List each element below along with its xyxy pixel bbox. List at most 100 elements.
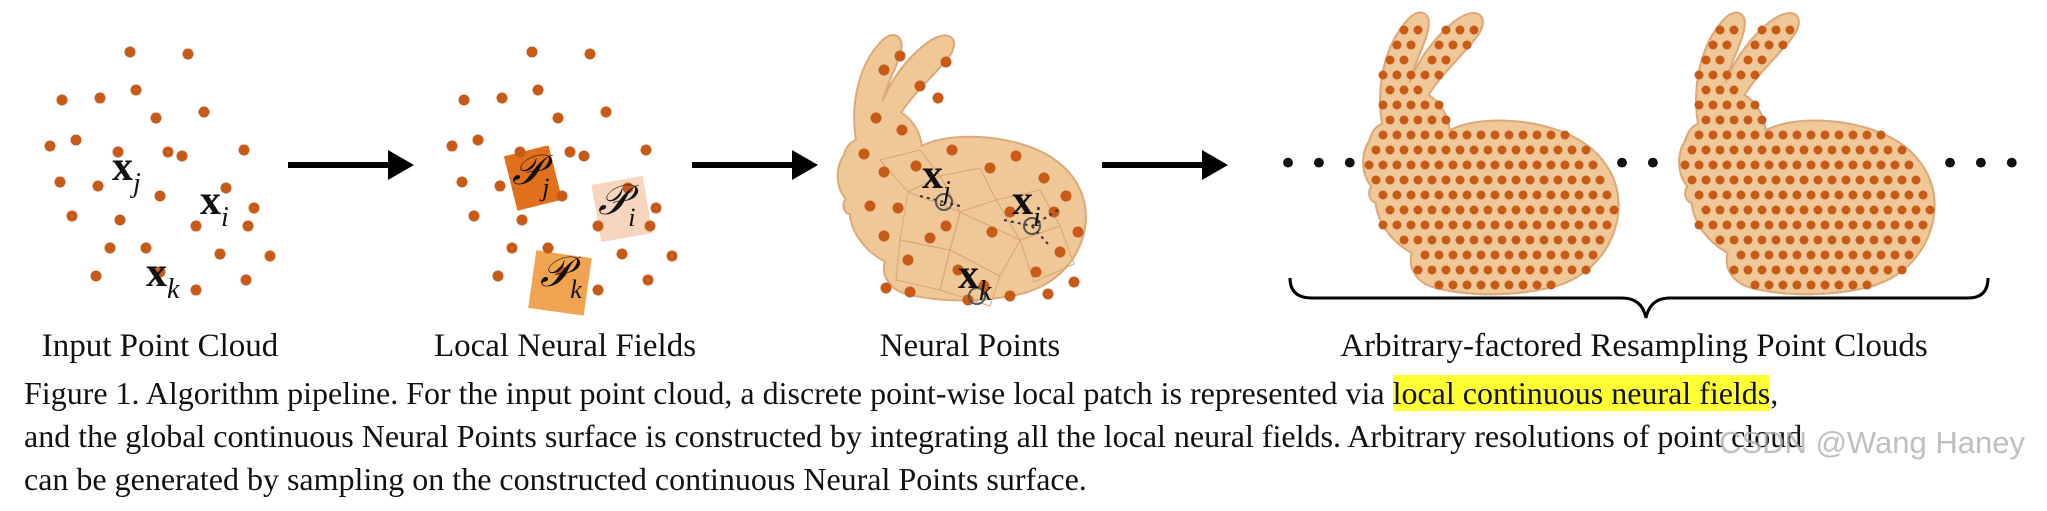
point xyxy=(1694,160,1704,170)
point xyxy=(130,84,142,96)
point xyxy=(1694,190,1704,200)
figure-caption: Figure 1. Algorithm pipeline. For the in… xyxy=(24,372,2019,501)
point xyxy=(1729,85,1739,95)
point xyxy=(140,242,152,254)
point xyxy=(578,150,590,162)
point xyxy=(616,248,628,260)
point xyxy=(1490,250,1500,260)
point xyxy=(1553,205,1563,215)
point xyxy=(1841,235,1851,245)
point xyxy=(1399,205,1409,215)
point xyxy=(494,180,506,192)
point xyxy=(1511,235,1521,245)
point xyxy=(1448,190,1458,200)
point xyxy=(1054,246,1066,258)
point xyxy=(1785,205,1795,215)
point xyxy=(1736,160,1746,170)
point xyxy=(1441,265,1451,275)
point xyxy=(1820,160,1830,170)
label-resampling-point-clouds: Arbitrary-factored Resampling Point Clou… xyxy=(1340,328,1928,364)
point xyxy=(1820,250,1830,260)
point xyxy=(1427,115,1437,125)
point xyxy=(1532,130,1542,140)
point xyxy=(1708,190,1718,200)
point xyxy=(952,264,964,276)
point xyxy=(1813,265,1823,275)
point xyxy=(1385,85,1395,95)
point xyxy=(1890,190,1900,200)
point xyxy=(1757,265,1767,275)
point xyxy=(1413,85,1423,95)
point xyxy=(162,146,174,158)
symbol-xj: xj xyxy=(112,144,141,199)
point xyxy=(1806,160,1816,170)
point xyxy=(1862,220,1872,230)
point xyxy=(1883,175,1893,185)
point xyxy=(1848,280,1858,290)
point xyxy=(556,190,568,202)
point xyxy=(1385,205,1395,215)
point xyxy=(1848,130,1858,140)
symbol-xk: xk xyxy=(146,250,180,305)
point xyxy=(1567,235,1577,245)
point xyxy=(1378,190,1388,200)
point xyxy=(1799,205,1809,215)
point xyxy=(1441,205,1451,215)
point xyxy=(1441,55,1451,65)
point xyxy=(1539,205,1549,215)
point xyxy=(1764,190,1774,200)
point xyxy=(1701,115,1711,125)
point xyxy=(1883,205,1893,215)
point xyxy=(1399,145,1409,155)
point xyxy=(894,50,906,62)
point xyxy=(1420,100,1430,110)
point xyxy=(1876,190,1886,200)
point xyxy=(1581,235,1591,245)
point xyxy=(1588,250,1598,260)
point xyxy=(858,148,870,160)
point xyxy=(1715,55,1725,65)
point xyxy=(1757,55,1767,65)
point xyxy=(1764,220,1774,230)
point xyxy=(1546,190,1556,200)
point xyxy=(1750,220,1760,230)
point xyxy=(1546,160,1556,170)
point xyxy=(1736,130,1746,140)
point xyxy=(1722,160,1732,170)
point xyxy=(870,112,882,124)
point xyxy=(1385,55,1395,65)
point xyxy=(1757,115,1767,125)
point xyxy=(878,230,890,242)
point xyxy=(1855,175,1865,185)
point xyxy=(1785,235,1795,245)
point xyxy=(1476,130,1486,140)
point xyxy=(1525,175,1535,185)
point xyxy=(1378,100,1388,110)
point xyxy=(1778,40,1788,50)
arrow-1 xyxy=(288,150,414,180)
point xyxy=(1574,220,1584,230)
caption-line-2: and the global continuous Neural Points … xyxy=(24,418,1803,454)
arrow-3 xyxy=(1102,150,1228,180)
point xyxy=(1771,145,1781,155)
point xyxy=(1427,205,1437,215)
point xyxy=(1876,130,1886,140)
point xyxy=(1595,175,1605,185)
point xyxy=(1068,276,1080,288)
point xyxy=(1687,145,1697,155)
point xyxy=(984,162,996,174)
point xyxy=(1378,70,1388,80)
point xyxy=(1834,250,1844,260)
point xyxy=(1455,235,1465,245)
symbol-np-xi: xi xyxy=(1012,178,1041,233)
point xyxy=(1778,220,1788,230)
point xyxy=(666,250,678,262)
point xyxy=(1072,226,1084,238)
field-points xyxy=(446,46,678,296)
point xyxy=(1504,160,1514,170)
point xyxy=(66,210,78,222)
caption-line-1: Figure 1. Algorithm pipeline. For the in… xyxy=(24,372,2019,415)
point xyxy=(1378,220,1388,230)
point xyxy=(1904,190,1914,200)
point xyxy=(1729,235,1739,245)
